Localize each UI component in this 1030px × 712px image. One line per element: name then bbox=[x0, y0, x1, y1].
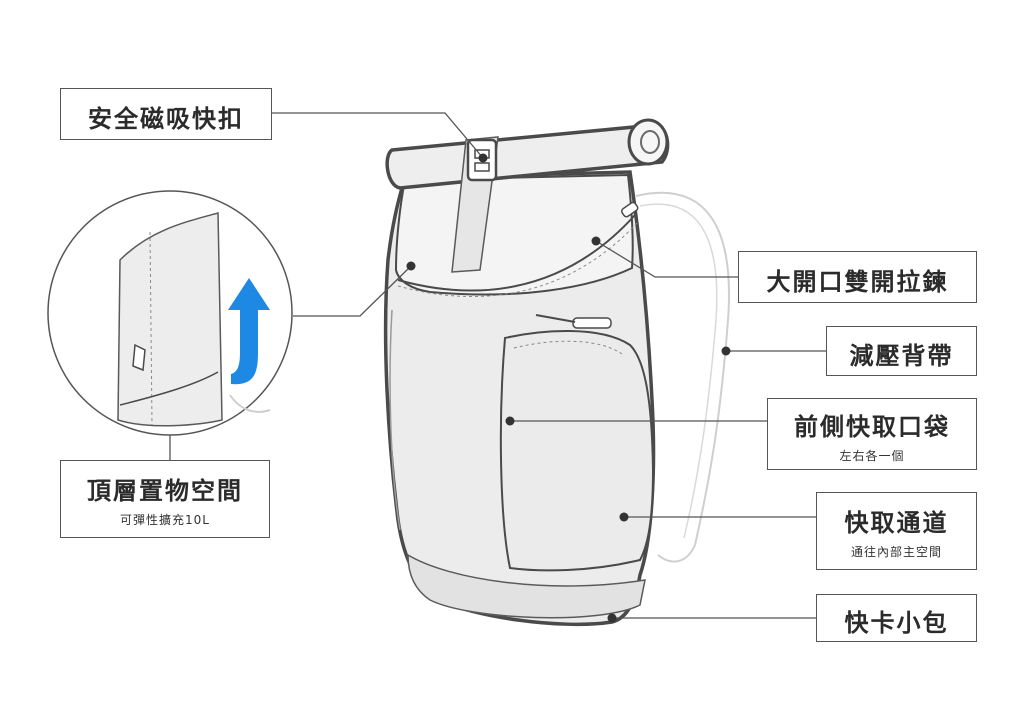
top-storage-flap bbox=[394, 173, 634, 296]
double-zipper-line bbox=[397, 214, 636, 292]
callout-top-storage: 頂層置物空間 可彈性擴充10L bbox=[60, 460, 270, 538]
callout-title: 頂層置物空間 bbox=[87, 477, 243, 505]
callout-shoulder-straps: 減壓背帶 bbox=[826, 326, 977, 376]
callout-title: 前側快取口袋 bbox=[794, 413, 950, 441]
front-pocket bbox=[499, 330, 655, 572]
callout-title: 快卡小包 bbox=[844, 609, 949, 637]
callout-subtitle: 左右各一個 bbox=[839, 449, 905, 463]
callout-double-zipper: 大開口雙開拉鍊 bbox=[738, 251, 977, 303]
leader-lines bbox=[169, 112, 826, 619]
callout-title: 快取通道 bbox=[844, 509, 949, 537]
callout-subtitle: 可彈性擴充10L bbox=[120, 513, 210, 527]
callout-clip-pouch: 快卡小包 bbox=[816, 594, 977, 642]
up-arrow-icon bbox=[228, 278, 270, 385]
callout-quick-access: 快取通道 通往內部主空間 bbox=[816, 492, 977, 570]
callout-subtitle: 通往內部主空間 bbox=[850, 545, 942, 559]
callout-title: 減壓背帶 bbox=[849, 342, 954, 370]
callout-front-pockets: 前側快取口袋 左右各一個 bbox=[767, 398, 977, 470]
zipper-pull bbox=[621, 201, 639, 218]
shoulder-strap bbox=[635, 191, 730, 563]
callout-magnetic-buckle: 安全磁吸快扣 bbox=[60, 88, 272, 140]
callout-title: 安全磁吸快扣 bbox=[88, 105, 244, 133]
callout-title: 大開口雙開拉鍊 bbox=[766, 268, 949, 296]
leader-dots bbox=[406, 153, 731, 623]
bottom-panel bbox=[407, 553, 646, 619]
pocket-zipper-pull bbox=[572, 317, 612, 329]
